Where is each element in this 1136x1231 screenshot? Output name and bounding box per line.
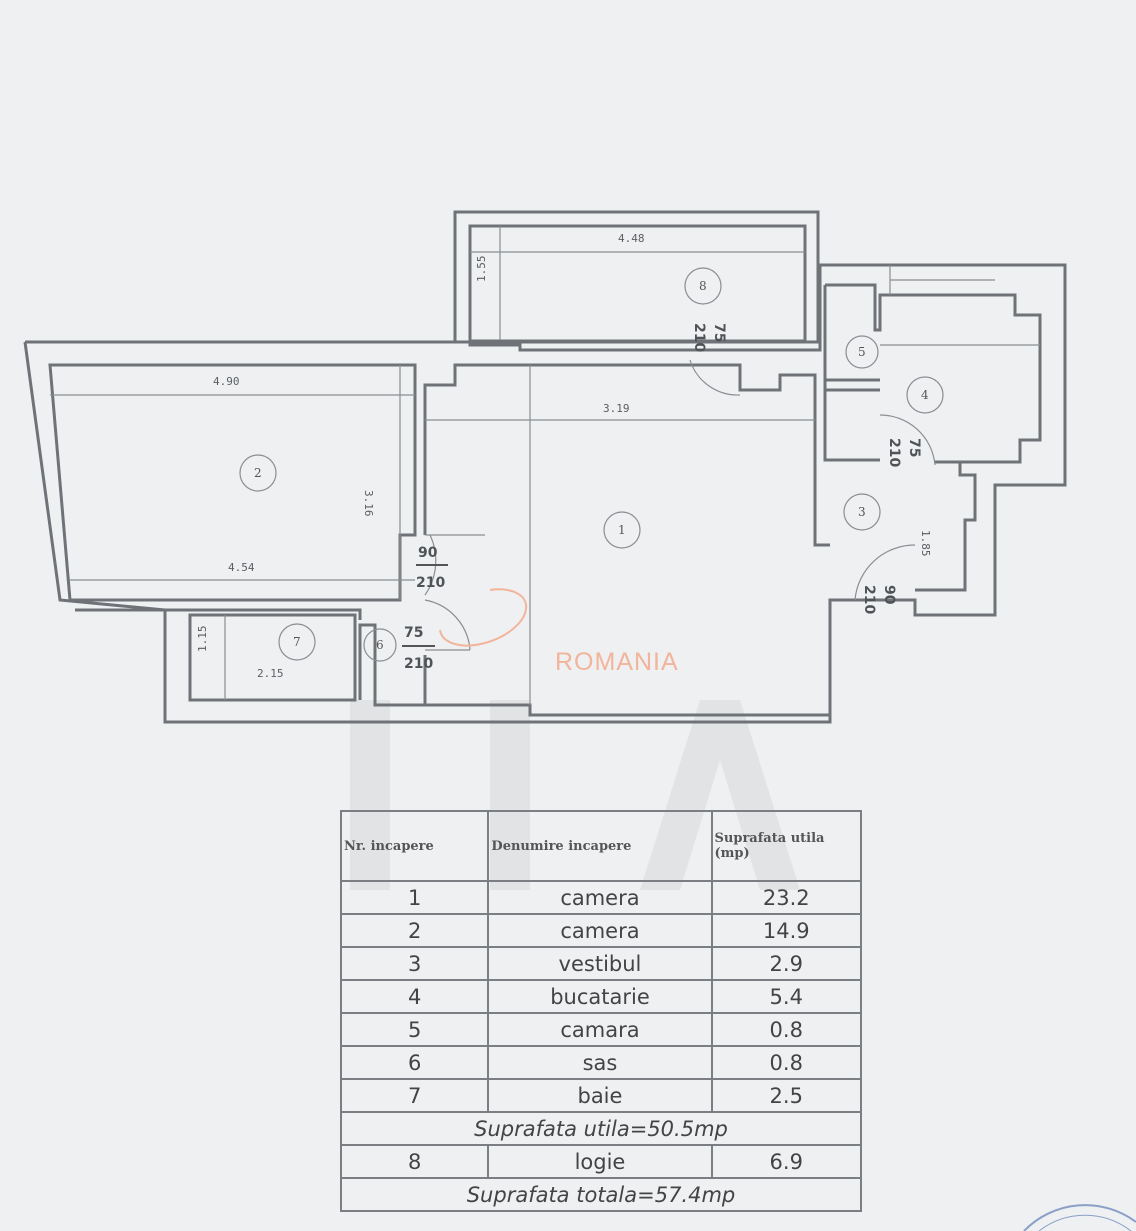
column-header: Suprafata utila (mp) xyxy=(710,810,863,882)
svg-text:210: 210 xyxy=(404,656,433,672)
svg-text:210: 210 xyxy=(861,585,877,614)
svg-text:6: 6 xyxy=(376,638,384,652)
loggia-walls xyxy=(453,210,820,344)
svg-text:210: 210 xyxy=(691,323,707,352)
dimension-label: 2.15 xyxy=(257,667,284,680)
outer-wall xyxy=(23,263,1067,724)
door-label: 75 210 xyxy=(402,625,435,672)
dimension-label: 1.85 xyxy=(919,530,932,557)
dimension-label: 1.55 xyxy=(475,256,488,283)
room-number-7: 7 xyxy=(278,623,316,661)
svg-text:90: 90 xyxy=(418,545,438,561)
dimension-label: 4.48 xyxy=(618,232,645,245)
svg-text:2: 2 xyxy=(254,466,262,480)
svg-text:8: 8 xyxy=(699,279,707,293)
useful-area-total-row: Suprafata utila=50.5mp xyxy=(340,1111,862,1146)
room-7-walls xyxy=(188,613,357,702)
svg-text:1: 1 xyxy=(618,523,626,537)
svg-text:4: 4 xyxy=(921,388,929,402)
room-area-table: Nr. incapere Denumire incapere Suprafata… xyxy=(339,810,863,1212)
column-header: Denumire incapere xyxy=(487,810,713,882)
room-number-2: 2 xyxy=(239,454,277,492)
room-number-3: 3 xyxy=(843,493,881,531)
svg-text:75: 75 xyxy=(404,625,423,641)
svg-text:210: 210 xyxy=(416,575,445,591)
dimension-label: 3.16 xyxy=(362,490,375,517)
room-number-6: 6 xyxy=(363,628,397,662)
svg-text:210: 210 xyxy=(886,438,902,467)
dimension-label: 3.19 xyxy=(603,402,630,415)
room-number-1: 1 xyxy=(603,511,641,549)
room-number-8: 8 xyxy=(684,267,722,305)
svg-text:75: 75 xyxy=(711,323,727,342)
door-label: 90 210 xyxy=(416,545,448,591)
stamp-inner-ring xyxy=(1038,1214,1132,1231)
svg-text:5: 5 xyxy=(858,345,866,359)
stamp xyxy=(1023,1204,1136,1231)
table-header: Nr. incapere Denumire incapere Suprafata… xyxy=(339,810,863,882)
svg-text:75: 75 xyxy=(906,438,922,457)
dimension-label: 4.90 xyxy=(213,375,240,388)
room-number-4: 4 xyxy=(906,376,944,414)
room-1-walls xyxy=(423,363,830,547)
dimension-label: 1.15 xyxy=(196,626,209,653)
svg-text:90: 90 xyxy=(881,585,897,605)
watermark-swoosh xyxy=(439,588,528,647)
svg-text:7: 7 xyxy=(293,635,301,649)
column-header: Nr. incapere xyxy=(339,810,490,882)
total-area-row: Suprafata totala=57.4mp xyxy=(340,1177,862,1212)
room-number-5: 5 xyxy=(845,335,879,369)
watermark-text: ROMANIA xyxy=(555,648,679,676)
svg-text:3: 3 xyxy=(858,505,866,519)
dimension-label: 4.54 xyxy=(228,561,255,574)
